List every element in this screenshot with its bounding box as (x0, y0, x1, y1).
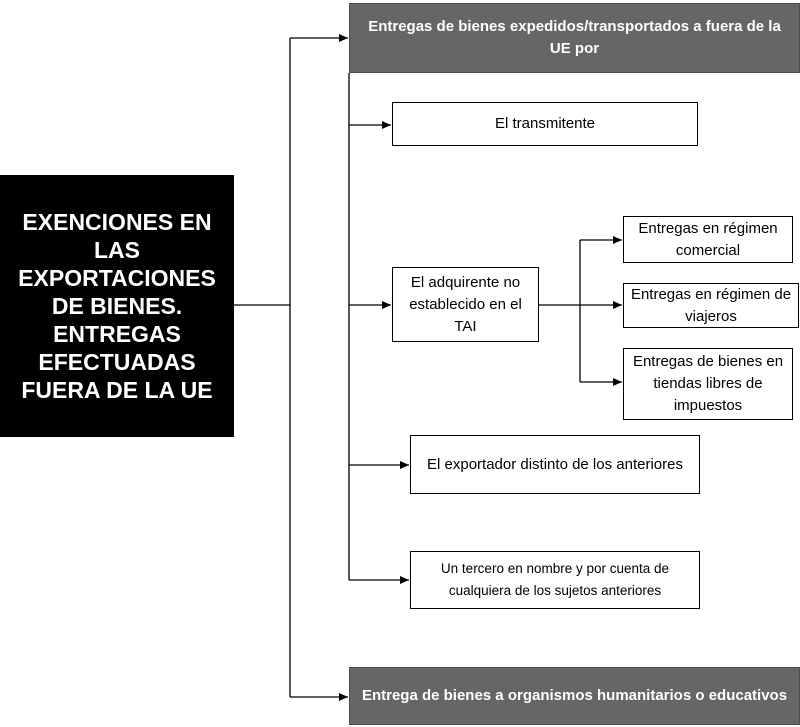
branch-top-node: Entregas de bienes expedidos/transportad… (349, 3, 800, 73)
branch-top-label: Entregas de bienes expedidos/transportad… (368, 18, 781, 57)
branch-bottom-label: Entrega de bienes a organismos humanitar… (361, 687, 788, 704)
tercero-node: Un tercero en nombre y por cuenta de cua… (410, 551, 700, 609)
viajeros-label: Entregas en régimen de viajeros (630, 285, 792, 325)
root-label: EXENCIONES EN LAS EXPORTACIONES DE BIENE… (18, 209, 216, 403)
exportador-node: El exportador distinto de los anteriores (410, 435, 700, 494)
root-node: EXENCIONES EN LAS EXPORTACIONES DE BIENE… (0, 175, 234, 437)
tercero-label: Un tercero en nombre y por cuenta de cua… (440, 561, 670, 598)
adquirente-node: El adquirente no establecido en el TAI (392, 267, 539, 342)
comercial-node: Entregas en régimen comercial (623, 216, 793, 263)
adquirente-label: El adquirente no establecido en el TAI (409, 273, 522, 335)
exportador-label: El exportador distinto de los anteriores (427, 455, 683, 473)
branch-bottom-node: Entrega de bienes a organismos humanitar… (349, 667, 800, 725)
transmitente-node: El transmitente (392, 102, 698, 146)
viajeros-node: Entregas en régimen de viajeros (623, 283, 799, 328)
tiendas-label: Entregas de bienes en tiendas libres de … (632, 353, 784, 414)
transmitente-label: El transmitente (494, 115, 596, 132)
tiendas-node: Entregas de bienes en tiendas libres de … (623, 348, 793, 420)
comercial-label: Entregas en régimen comercial (638, 219, 778, 259)
